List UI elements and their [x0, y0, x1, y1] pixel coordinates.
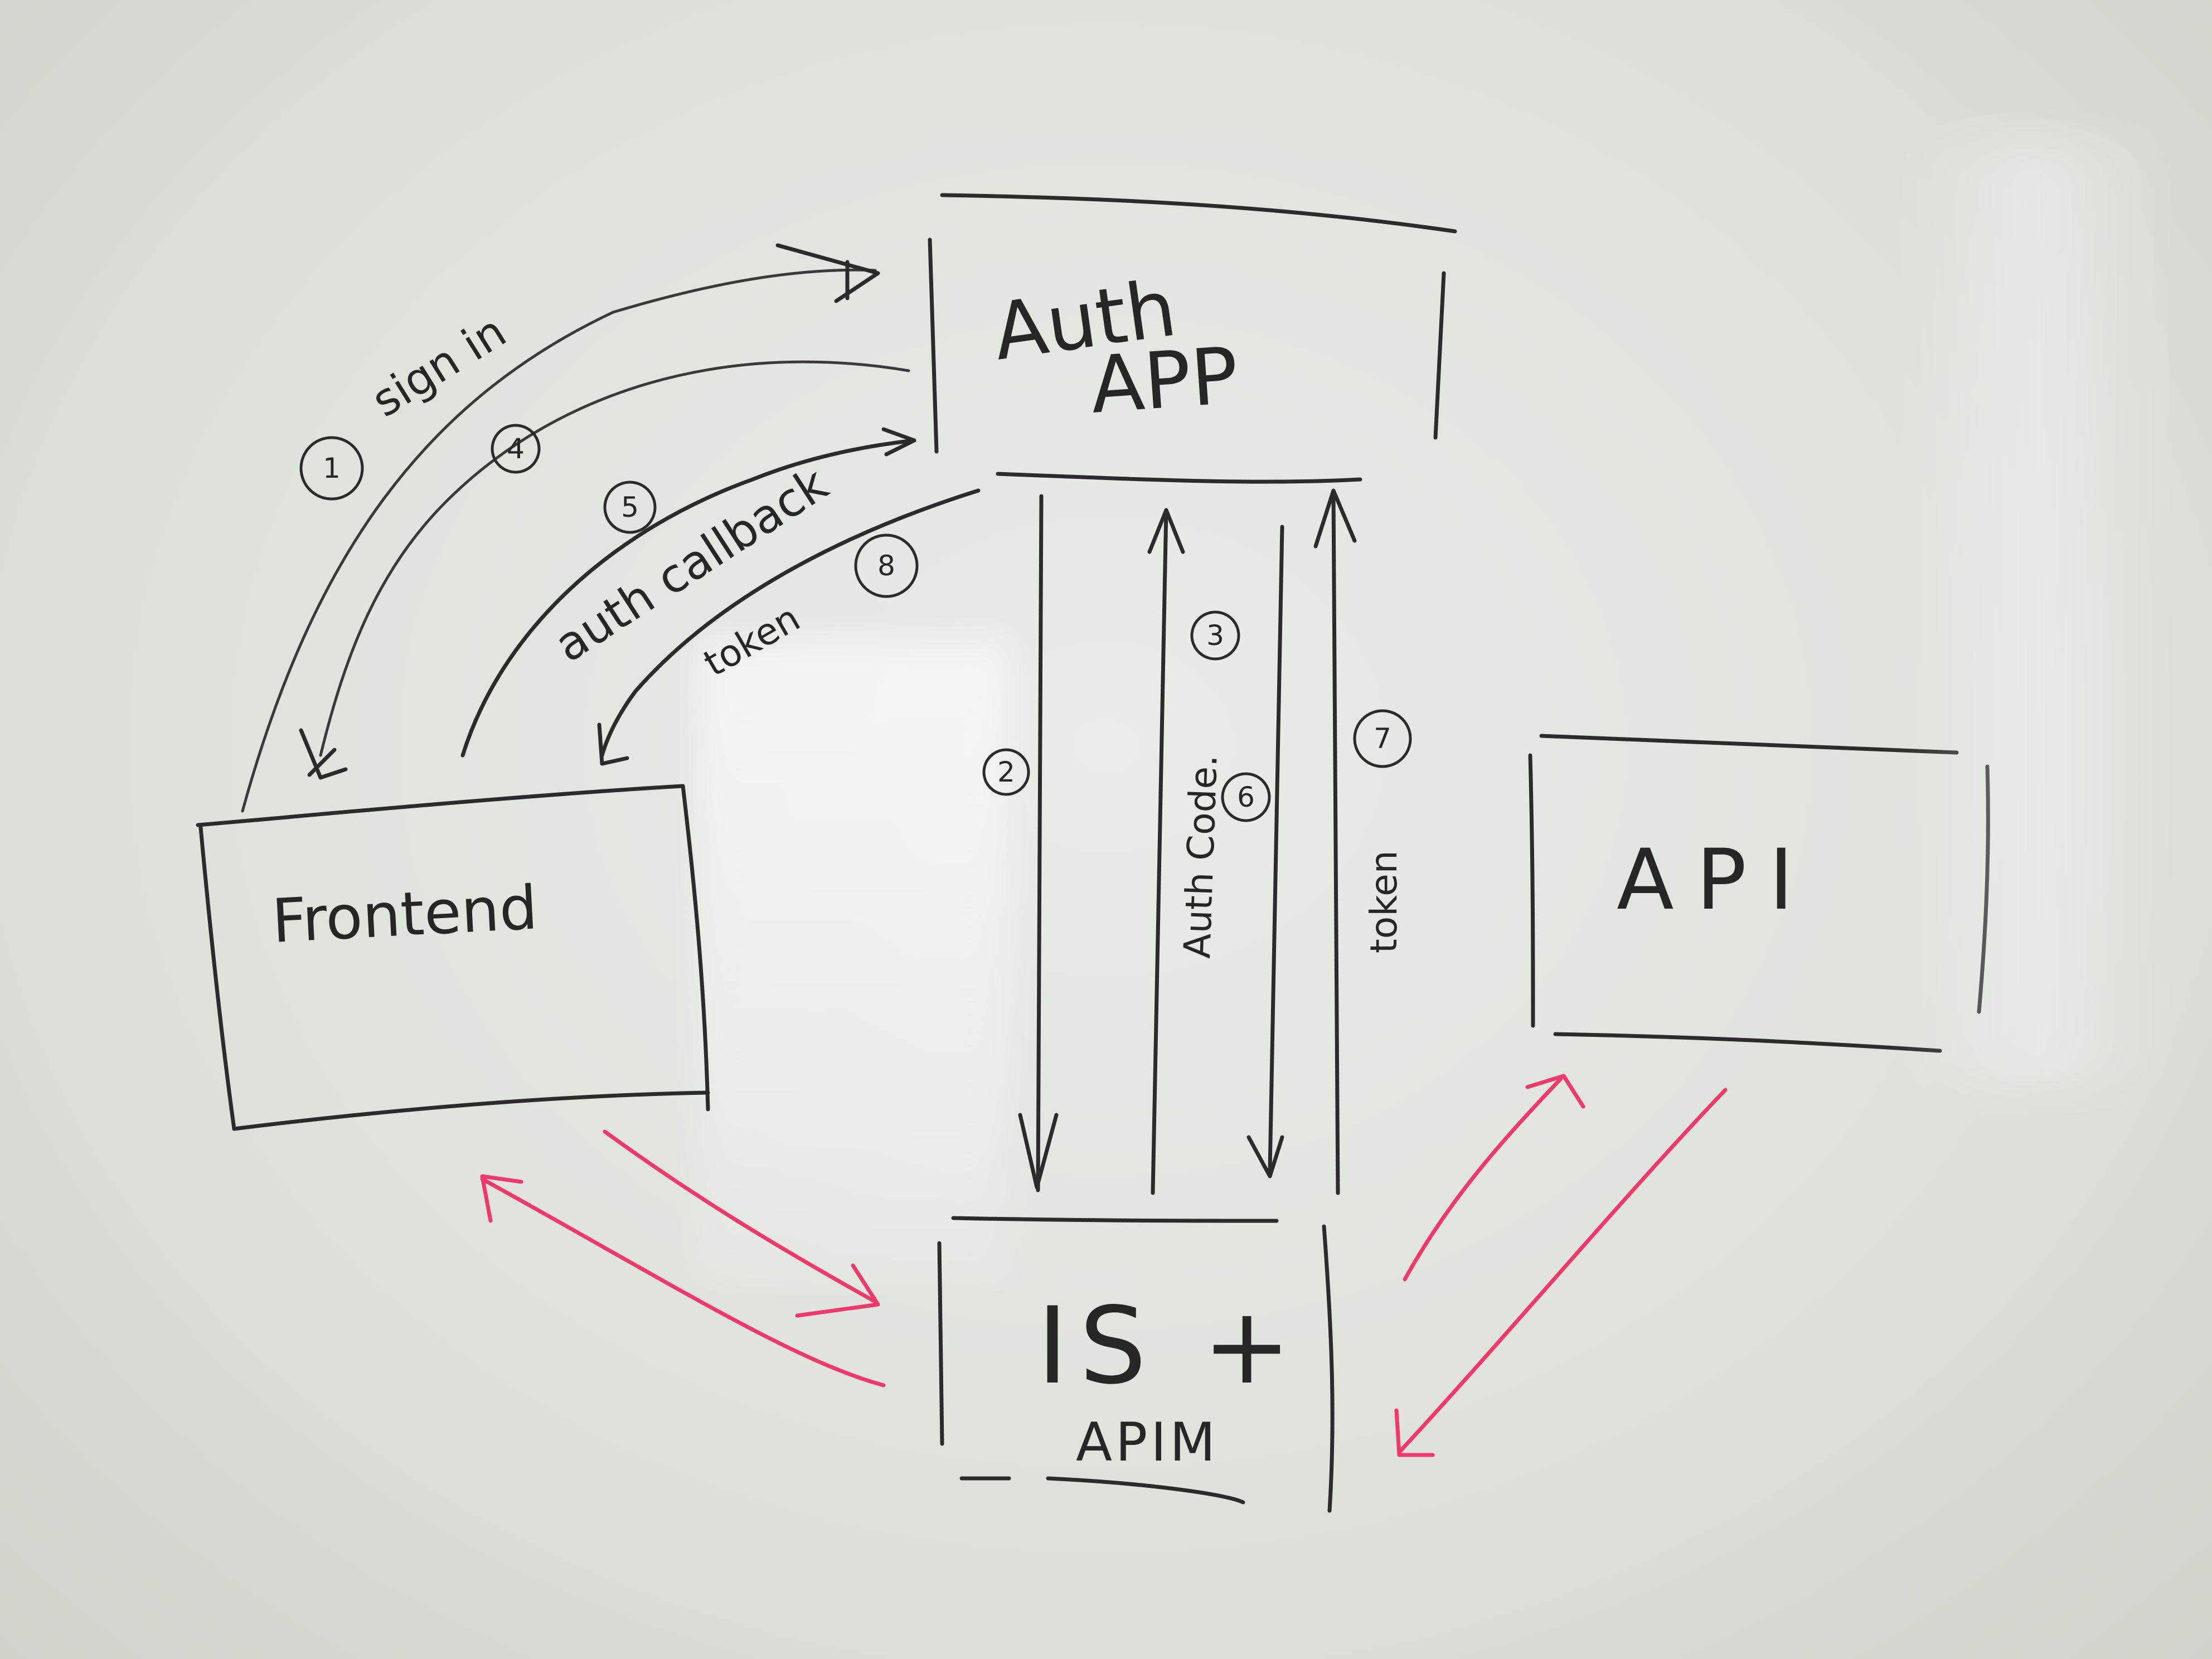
auth-code-label: Auth Code.: [1176, 754, 1226, 959]
svg-text:8: 8: [877, 550, 895, 582]
step-2-badge: 2: [982, 748, 1030, 796]
svg-text:7: 7: [1374, 722, 1391, 755]
step-3-badge: 3: [1190, 610, 1240, 661]
api-label: API: [1617, 832, 1816, 929]
svg-text:2: 2: [997, 756, 1015, 788]
svg-text:4: 4: [507, 433, 525, 465]
step-6-badge: 6: [1221, 772, 1271, 822]
svg-text:5: 5: [621, 491, 639, 523]
arrow-sign-in: [241, 243, 880, 813]
sign-in-label: sign in: [363, 305, 515, 427]
svg-text:6: 6: [1237, 781, 1255, 813]
svg-text:3: 3: [1206, 619, 1224, 652]
arrow-step-2: [1018, 494, 1059, 1192]
frontend-box: [196, 784, 710, 1131]
arrow-auth-callback: [460, 427, 916, 758]
red-arrows-frontend-is: [480, 1129, 886, 1388]
arrow-step-8-token: [597, 488, 981, 766]
step-4-badge: 4: [491, 424, 541, 474]
arrow-step-3-auth-code: [1147, 508, 1185, 1195]
step-7-badge: 7: [1353, 709, 1412, 768]
arrow-step-7-token: [1313, 488, 1357, 1195]
is-apim-label-line2: APIM: [1076, 1412, 1219, 1473]
step-1-badge: 1: [299, 436, 364, 501]
arrow-step-6: [1246, 525, 1284, 1178]
is-apim-box: [937, 1216, 1335, 1513]
step-5-badge: 5: [603, 481, 657, 534]
token-vertical-label: token: [1362, 850, 1405, 953]
svg-text:1: 1: [323, 452, 341, 484]
auth-app-label-line2: APP: [1088, 331, 1241, 431]
token-curve-label: token: [697, 596, 807, 685]
frontend-label: Frontend: [270, 873, 540, 957]
red-arrows-is-api: [1394, 1074, 1728, 1457]
auth-app-box: [928, 193, 1457, 484]
is-apim-label-line1: IS +: [1037, 1284, 1302, 1408]
arrow-step-4: [299, 360, 910, 780]
step-8-badge: 8: [854, 533, 919, 598]
